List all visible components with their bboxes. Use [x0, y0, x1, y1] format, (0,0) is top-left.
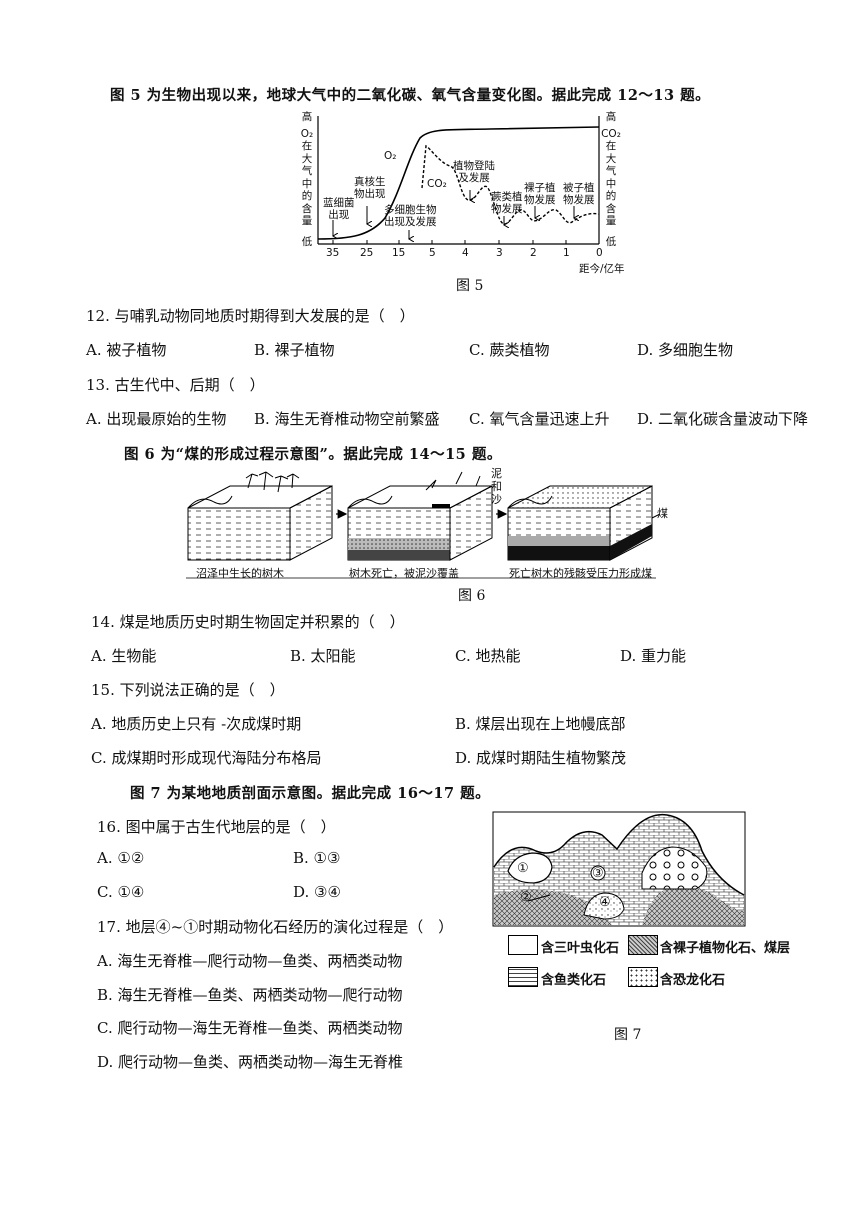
tick-label: 25 [360, 247, 374, 259]
legend-dinosaur-swatch [628, 967, 658, 987]
intro-figure6: 图 6 为“煤的形成过程示意图”。据此完成 14～15 题。 [124, 446, 502, 463]
question-16-option-a[interactable]: A. ①② [97, 849, 145, 867]
question-14-option-a[interactable]: A. 生物能 [91, 647, 157, 665]
legend-trilobite-label: 含三叶虫化石 [541, 941, 620, 956]
tick-label: 3 [496, 247, 503, 259]
legend-fish-swatch [508, 967, 538, 987]
o2-curve-label: O₂ [384, 150, 397, 162]
coal-stage3-block [507, 485, 661, 561]
intro-figure7: 图 7 为某地地质剖面示意图。据此完成 16～17 题。 [130, 785, 491, 802]
question-14-option-d[interactable]: D. 重力能 [620, 647, 687, 665]
question-16-option-b[interactable]: B. ①③ [293, 849, 341, 867]
question-17-option-b[interactable]: B. 海生无脊椎—鱼类、两栖类动物—爬行动物 [97, 986, 403, 1004]
figure6-stage2-label: 树木死亡，被泥沙覆盖 [349, 567, 459, 580]
question-15-option-b[interactable]: B. 煤层出现在上地幔底部 [455, 715, 626, 733]
question-16-option-d[interactable]: D. ③④ [293, 883, 341, 901]
figure6-stage3-label: 死亡树木的残骸受压力形成煤 [509, 567, 652, 580]
annotation-cyanobacteria: 蓝细菌出现 [323, 197, 355, 221]
tick-label: 5 [429, 247, 436, 259]
question-13-option-b[interactable]: B. 海生无脊椎动物空前繁盛 [254, 410, 440, 428]
layer-1-label: ① [517, 861, 529, 876]
tick-label: 15 [392, 247, 406, 259]
question-12-option-c[interactable]: C. 蕨类植物 [469, 341, 550, 359]
question-12-option-b[interactable]: B. 裸子植物 [254, 341, 335, 359]
legend-gymnosperm-coal-swatch [628, 935, 658, 955]
question-13-option-a[interactable]: A. 出现最原始的生物 [86, 410, 227, 428]
question-17-option-c[interactable]: C. 爬行动物—海生无脊椎—鱼类、两栖类动物 [97, 1019, 403, 1037]
tick-label: 35 [326, 247, 340, 259]
question-16-option-c[interactable]: C. ①④ [97, 883, 145, 901]
tick-label: 2 [530, 247, 537, 259]
layer-2-label: ② [520, 890, 532, 905]
question-16-stem: 16. 图中属于古生代地层的是（ ） [97, 818, 336, 836]
question-15-option-d[interactable]: D. 成煤时期陆生植物繁茂 [455, 749, 627, 767]
figure6-mud-sand-label: 泥和沙 [491, 467, 502, 506]
tick-label: 0 [596, 247, 603, 259]
question-14-option-b[interactable]: B. 太阳能 [290, 647, 356, 665]
annotation-multicellular: 多细胞生物出现及发展 [384, 204, 437, 228]
question-13-option-c[interactable]: C. 氧气含量迅速上升 [469, 410, 610, 428]
coal-stage2-block [347, 471, 493, 561]
intro-figure5: 图 5 为生物出现以来，地球大气中的二氧化碳、氧气含量变化图。据此完成 12～1… [110, 87, 711, 104]
figure6-caption: 图 6 [458, 588, 486, 604]
question-13-option-d[interactable]: D. 二氧化碳含量波动下降 [637, 410, 809, 428]
figure7-cross-section [492, 811, 746, 927]
figure7-caption: 图 7 [614, 1027, 642, 1043]
question-15-option-a[interactable]: A. 地质历史上只有 -次成煤时期 [91, 715, 302, 733]
question-15-option-c[interactable]: C. 成煤期时形成现代海陆分布格局 [91, 749, 322, 767]
figure6-stage1-label: 沼泽中生长的树木 [196, 567, 284, 580]
question-14-option-c[interactable]: C. 地热能 [455, 647, 521, 665]
x-axis-unit: 距今/亿年 [579, 263, 625, 275]
layer-3-label: ③ [592, 866, 604, 881]
question-12-option-d[interactable]: D. 多细胞生物 [637, 341, 734, 359]
annotation-land-plants: 植物登陆及发展 [453, 160, 495, 184]
figure5-chart [317, 116, 600, 245]
question-12-option-a[interactable]: A. 被子植物 [86, 341, 167, 359]
question-12-stem: 12. 与哺乳动物同地质时期得到大发展的是（ ） [86, 307, 415, 325]
question-14-stem: 14. 煤是地质历史时期生物固定并积累的（ ） [91, 613, 405, 631]
legend-dinosaur-label: 含恐龙化石 [660, 973, 726, 988]
layer-4-label: ④ [599, 895, 611, 910]
question-15-stem: 15. 下列说法正确的是（ ） [91, 681, 285, 699]
legend-trilobite-swatch [508, 935, 538, 955]
question-17-option-d[interactable]: D. 爬行动物—鱼类、两栖类动物—海生无脊椎 [97, 1053, 404, 1071]
tick-label: 1 [563, 247, 570, 259]
figure5-caption: 图 5 [456, 278, 484, 294]
annotation-ferns: 蕨类植物发展 [491, 191, 523, 215]
annotation-angiosperms: 被子植物发展 [563, 182, 595, 206]
annotation-gymnosperms: 裸子植物发展 [524, 182, 556, 206]
question-17-option-a[interactable]: A. 海生无脊椎—爬行动物—鱼类、两栖类动物 [97, 952, 403, 970]
legend-fish-label: 含鱼类化石 [541, 973, 607, 988]
annotation-eukaryote: 真核生物出现 [354, 176, 386, 200]
figure6-diagram [186, 471, 661, 579]
co2-curve-label: CO₂ [427, 178, 447, 190]
coal-stage1-block [187, 471, 333, 561]
figure6-coal-label: 煤 [657, 507, 668, 520]
tick-label: 4 [462, 247, 469, 259]
legend-gymnosperm-coal-label: 含裸子植物化石、煤层 [660, 941, 791, 956]
question-17-stem: 17. 地层④~①时期动物化石经历的演化过程是（ ） [97, 918, 454, 936]
question-13-stem: 13. 古生代中、后期（ ） [86, 376, 265, 394]
